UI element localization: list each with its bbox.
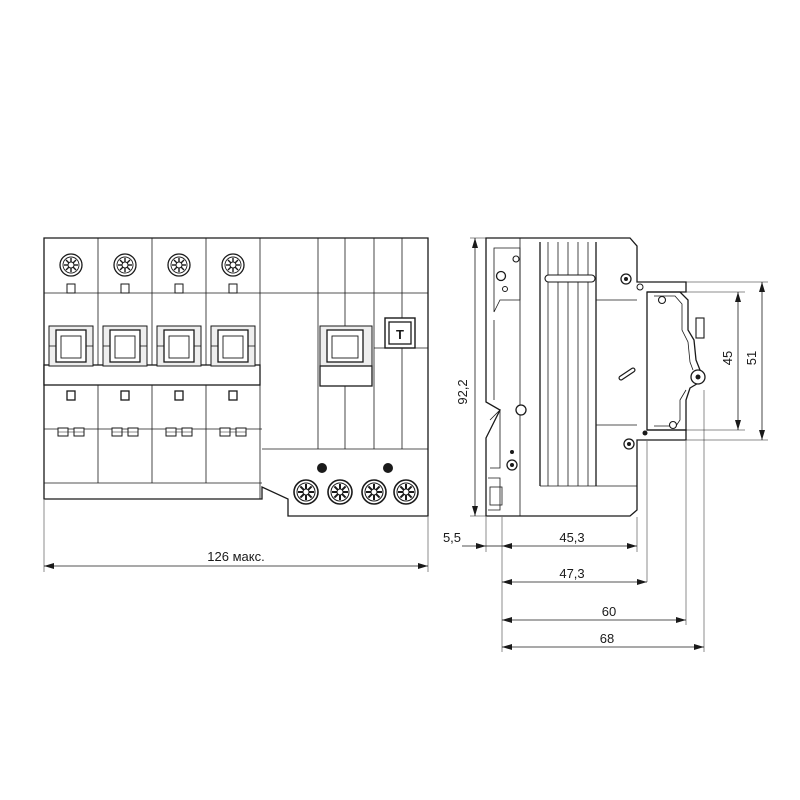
terminal-screw-icon xyxy=(361,479,387,505)
terminal-screw-icon xyxy=(167,253,191,277)
breaker-pole-3 xyxy=(156,253,202,437)
depth-dimension-60-label: 60 xyxy=(602,604,616,619)
rail-dimension-51-label: 51 xyxy=(744,351,759,365)
test-button: T xyxy=(384,317,416,349)
side-outline xyxy=(485,237,687,517)
height-dimension-label: 92,2 xyxy=(455,379,470,404)
front-view: T 126 макс. xyxy=(43,237,429,572)
breaker-pole-4 xyxy=(210,253,256,437)
rcd-handle xyxy=(319,325,373,387)
terminal-screw-icon xyxy=(221,253,245,277)
indicator-dot xyxy=(383,463,393,473)
depth-dimension-45-3-label: 45,3 xyxy=(559,530,584,545)
depth-dimension-68-label: 68 xyxy=(600,631,614,646)
depth-dimension-5-5-label: 5,5 xyxy=(443,530,461,545)
side-view: 92,2 45 51 5,5 45,3 47,3 60 68 xyxy=(443,237,768,652)
terminal-screw-icon xyxy=(393,479,419,505)
front-outline xyxy=(43,237,429,517)
breaker-handle-bar xyxy=(43,364,261,386)
indicator-dot xyxy=(317,463,327,473)
width-dimension-label: 126 макс. xyxy=(207,549,264,564)
breaker-pole-1 xyxy=(48,253,94,437)
test-button-label: T xyxy=(396,327,404,342)
rail-dimension-45-label: 45 xyxy=(720,351,735,365)
din-rail-clip xyxy=(647,291,706,431)
breaker-pole-2 xyxy=(102,253,148,437)
terminal-screw-icon xyxy=(327,479,353,505)
terminal-screw-icon xyxy=(59,253,83,277)
terminal-screw-icon xyxy=(113,253,137,277)
depth-dimension-47-3-label: 47,3 xyxy=(559,566,584,581)
terminal-screw-icon xyxy=(293,479,319,505)
